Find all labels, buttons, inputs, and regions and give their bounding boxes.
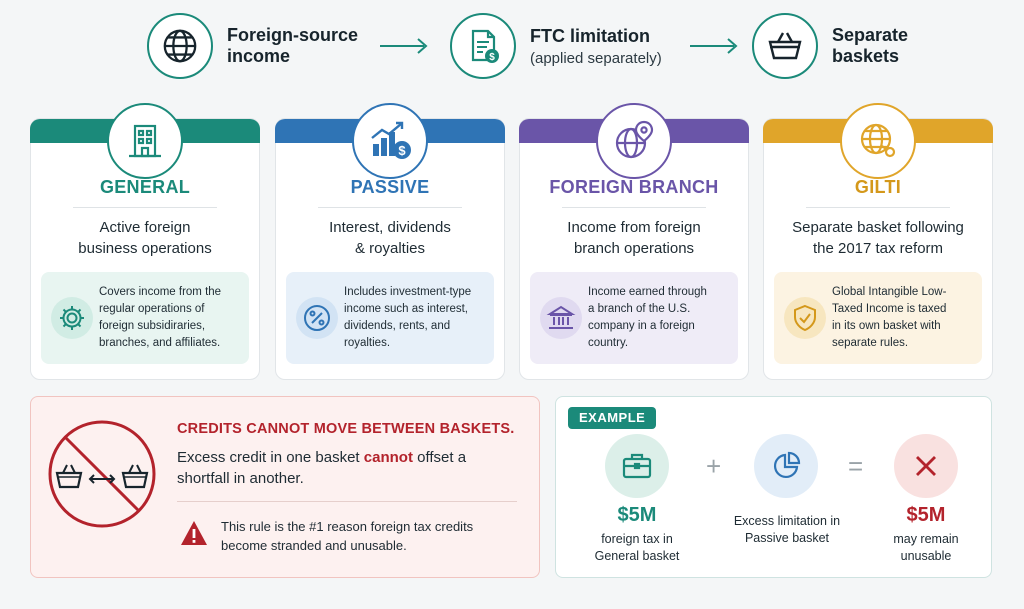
flow-title: Separate baskets	[832, 25, 909, 66]
flow-step-foreign-income: Foreign-source income	[147, 12, 358, 80]
basket-icon	[752, 13, 818, 79]
basket-title: PASSIVE	[350, 177, 430, 197]
building-icon	[107, 103, 183, 179]
basket-detail-box: Global Intangible Low- Taxed Income is t…	[774, 272, 982, 364]
basket-card-gilti: GILTI Separate basket following the 2017…	[763, 103, 993, 380]
basket-description: Separate basket following the 2017 tax r…	[792, 219, 964, 257]
basket-description: Income from foreign branch operations	[567, 219, 701, 257]
bank-icon	[540, 297, 582, 339]
no-transfer-baskets-icon	[48, 420, 156, 528]
example-amount: $5M	[906, 504, 946, 526]
svg-text:$: $	[398, 143, 406, 158]
bar-chart-dollar-icon: $	[352, 103, 428, 179]
flow-title: Foreign-source income	[227, 25, 359, 66]
flow-step-ftc-limitation: $ FTC limitation (applied separately)	[450, 12, 662, 80]
warning-headline: CREDITS CANNOT MOVE BETWEEN BASKETS.	[177, 421, 515, 437]
basket-card-passive: $ PASSIVE Interest, dividends & royaltie…	[275, 103, 505, 380]
percent-icon	[296, 297, 338, 339]
basket-detail-text: Includes investment-type income such as …	[344, 286, 472, 349]
shield-check-icon	[784, 297, 826, 339]
example-caption: foreign tax in General basket	[594, 532, 680, 563]
plus-sign: +	[706, 451, 722, 481]
flow-title: FTC limitation	[530, 25, 650, 46]
basket-detail-text: Global Intangible Low- Taxed Income is t…	[832, 286, 947, 349]
basket-detail-text: Income earned through a branch of the U.…	[588, 286, 707, 349]
globe-network-icon	[840, 103, 916, 179]
briefcase-icon	[605, 434, 669, 498]
svg-text:$: $	[489, 52, 495, 63]
gear-icon	[51, 297, 93, 339]
basket-description: Active foreign business operations	[78, 219, 212, 257]
basket-title: FOREIGN BRANCH	[549, 177, 719, 197]
warning-panel: CREDITS CANNOT MOVE BETWEEN BASKETS. Exc…	[30, 396, 540, 578]
basket-card-foreign-branch: FOREIGN BRANCH Income from foreign branc…	[519, 103, 749, 380]
basket-title: GENERAL	[99, 177, 191, 197]
warning-body: Excess credit in one basket cannot offse…	[177, 449, 467, 487]
basket-title: GILTI	[854, 177, 902, 197]
warning-highlight: cannot	[363, 449, 413, 466]
flow-arrow-icon	[690, 38, 738, 54]
equals-sign: =	[848, 451, 864, 481]
basket-detail-text: Covers income from the regular operation…	[99, 286, 222, 349]
example-amount: $5M	[617, 504, 657, 526]
flow-arrow-icon	[380, 38, 428, 54]
example-caption: Excess limitation in Passive basket	[733, 514, 841, 545]
basket-detail-box: Includes investment-type income such as …	[286, 272, 494, 364]
flow-step-separate-baskets: Separate baskets	[752, 12, 908, 80]
basket-detail-box: Income earned through a branch of the U.…	[530, 272, 738, 364]
globe-icon	[147, 13, 213, 79]
example-panel: EXAMPLE $5M foreign tax in General baske…	[555, 396, 992, 578]
example-caption: may remain unusable	[893, 532, 959, 563]
warning-triangle-icon	[181, 521, 207, 545]
document-dollar-icon: $	[450, 13, 516, 79]
basket-card-general: GENERAL Active foreign business operatio…	[30, 103, 260, 380]
globe-pin-icon	[596, 103, 672, 179]
warning-note: This rule is the #1 reason foreign tax c…	[221, 519, 474, 553]
x-icon	[894, 434, 958, 498]
example-tag: EXAMPLE	[568, 407, 657, 429]
basket-detail-box: Covers income from the regular operation…	[41, 272, 249, 364]
basket-description: Interest, dividends & royalties	[329, 219, 451, 257]
pie-chart-icon	[754, 434, 818, 498]
flow-subtitle: (applied separately)	[530, 49, 662, 67]
